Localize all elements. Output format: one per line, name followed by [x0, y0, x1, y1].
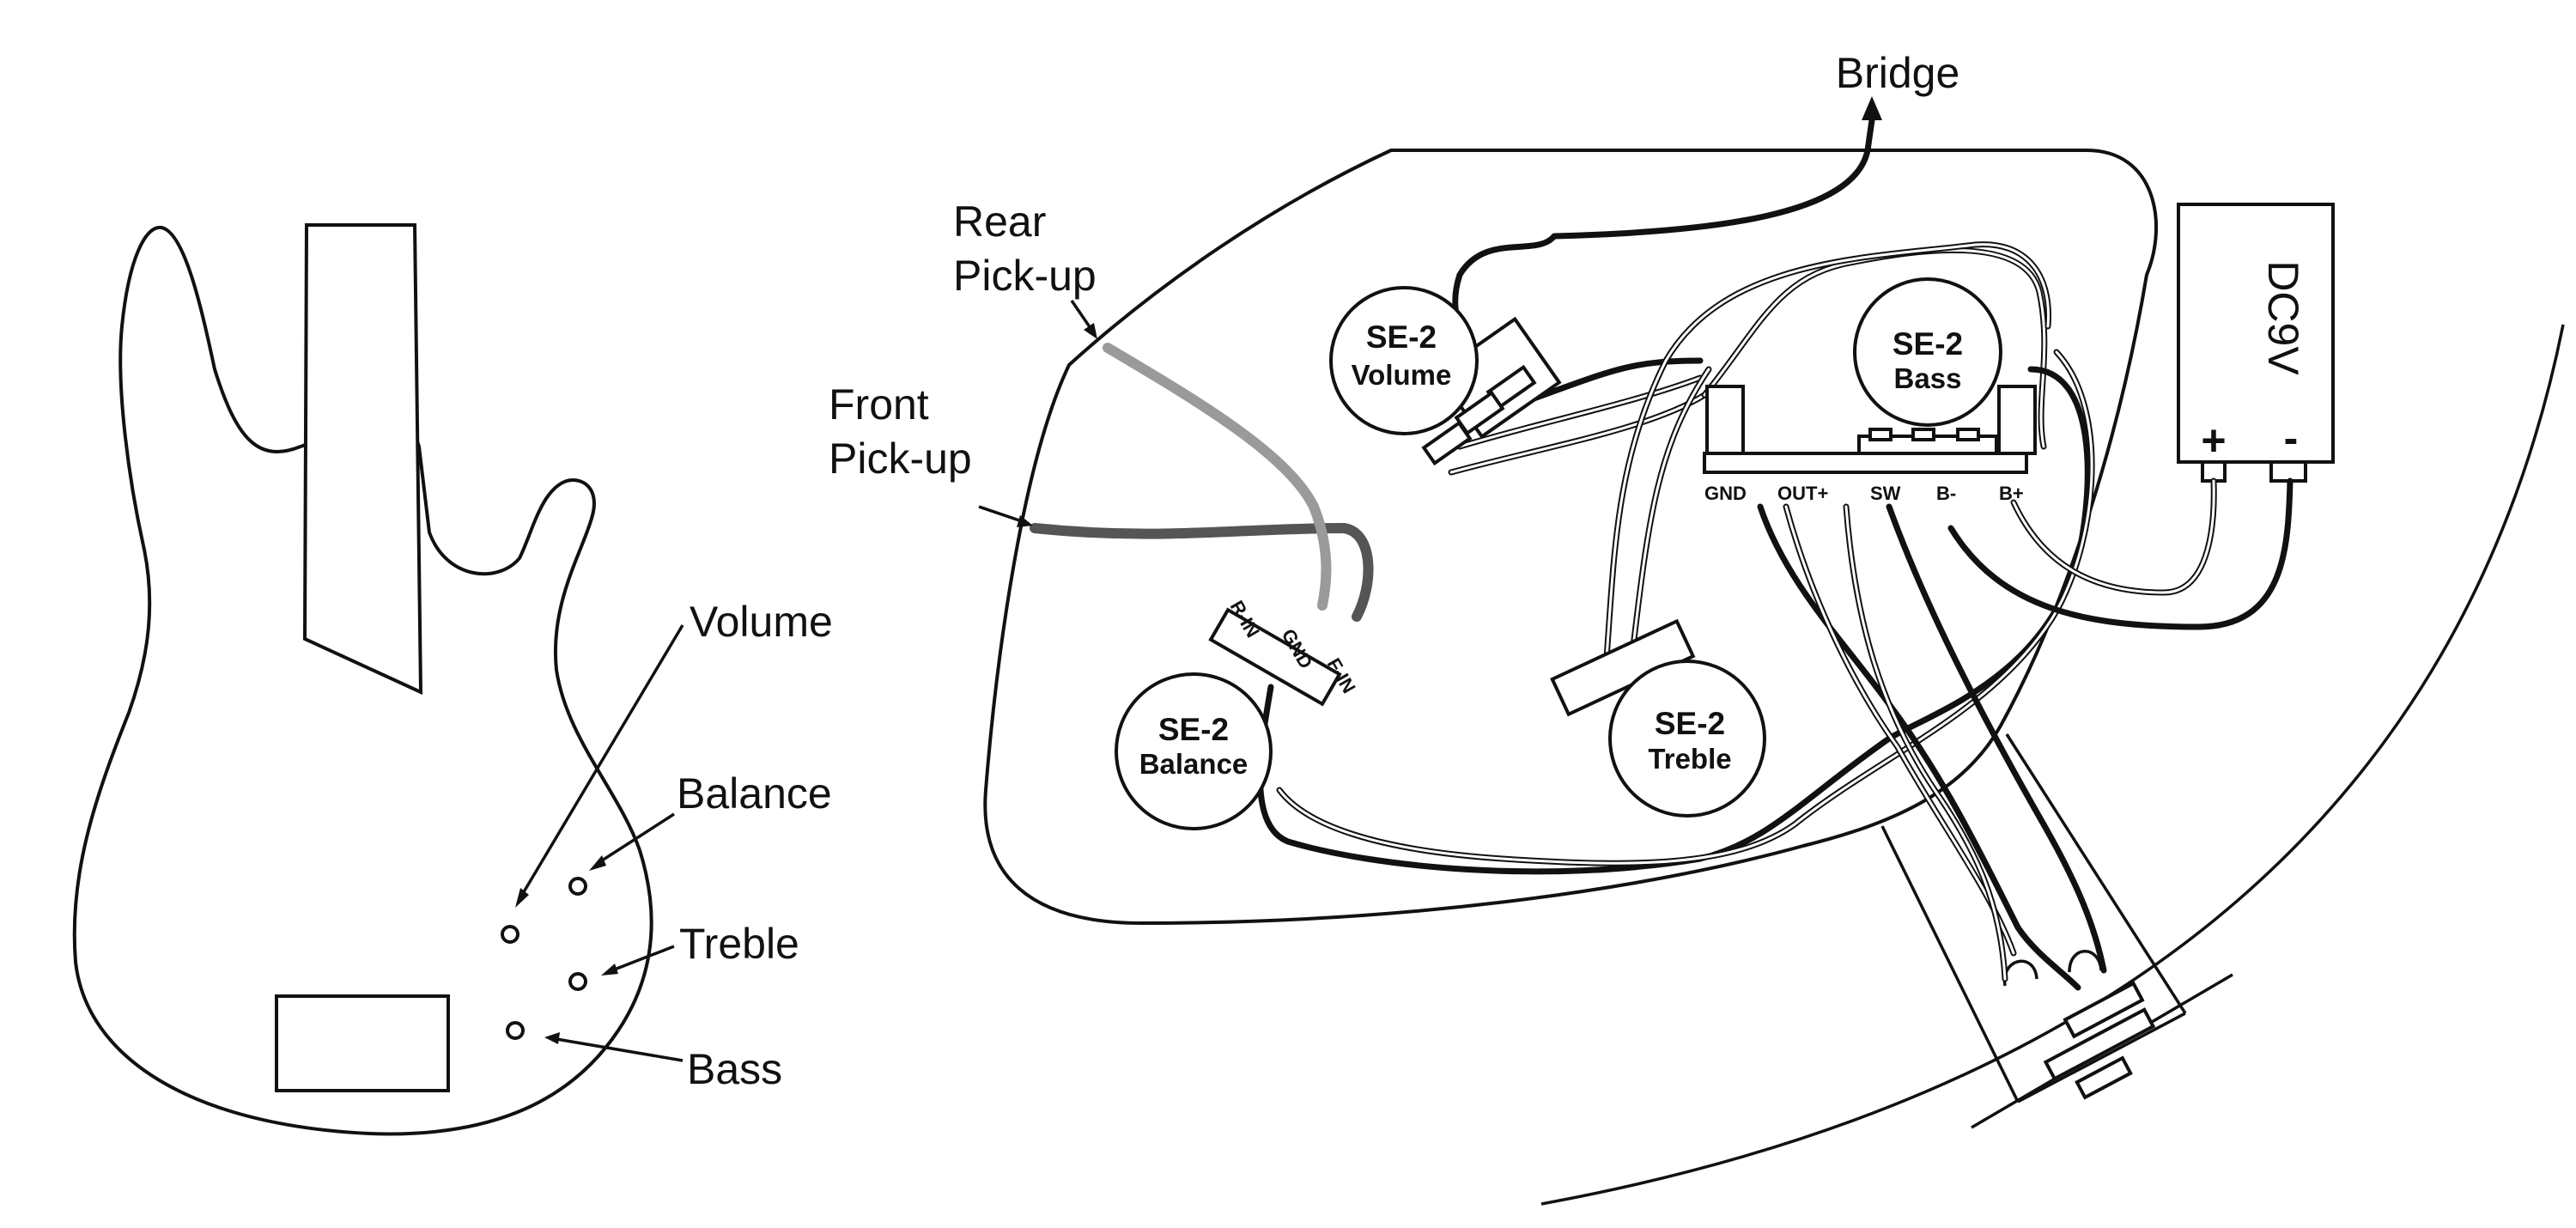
battery-minus-label: -	[2284, 414, 2299, 462]
treble-hole	[568, 972, 587, 991]
pin-out-plus: OUT+	[1777, 483, 1828, 504]
pin-b-plus: B+	[1999, 483, 2024, 504]
bass-label: Bass	[687, 1045, 782, 1093]
preamp-right-component	[1997, 385, 2037, 455]
bridge-label: Bridge	[1836, 49, 1960, 97]
front-pickup-arrow	[978, 505, 1023, 523]
battery-box	[2177, 203, 2335, 464]
bass-pot-model: SE-2	[1893, 326, 1963, 362]
balance-pot-model: SE-2	[1158, 712, 1229, 747]
guitar-neck	[302, 223, 423, 696]
volume-pot-model: SE-2	[1366, 319, 1437, 355]
battery-minus-terminal	[2269, 460, 2307, 483]
front-pickup-label-line2: Pick-up	[829, 435, 972, 483]
rear-pickup-wire	[1103, 343, 1332, 611]
balance-pot-name: Balance	[1139, 748, 1249, 780]
bass-guitar-outline: Volume Balance Treble Bass	[72, 223, 833, 1136]
battery-plus-label: +	[2201, 416, 2226, 465]
volume-hole	[501, 925, 519, 944]
balance-hole	[568, 877, 587, 896]
battery-label: DC9V	[2259, 260, 2307, 375]
front-pickup-label-line1: Front	[829, 380, 929, 429]
body-edge-curve	[1540, 324, 2565, 1206]
volume-label: Volume	[690, 598, 833, 646]
rear-pickup-label-line2: Pick-up	[953, 252, 1097, 300]
pin-sw: SW	[1870, 483, 1901, 504]
battery-cover	[275, 994, 450, 1092]
pin-gnd: GND	[1704, 483, 1747, 504]
guitar-leader-arrows	[515, 624, 684, 1062]
preamp-board: GND OUT+ SW B- B+	[1703, 385, 2037, 504]
rear-pickup-arrow	[1070, 300, 1094, 331]
volume-pot-name: Volume	[1352, 359, 1452, 391]
front-pickup-wire	[1030, 522, 1374, 622]
treble-pot-model: SE-2	[1655, 706, 1725, 741]
battery: DC9V + -	[2177, 203, 2335, 483]
preamp-left-component	[1705, 385, 1745, 455]
balance-pot: SE-2 Balance R-IN GND F-IN	[1115, 597, 1360, 830]
treble-pot-name: Treble	[1648, 743, 1731, 775]
bass-pot: SE-2 Bass	[1853, 277, 2002, 427]
wires	[1030, 117, 2293, 991]
bass-pot-name: Bass	[1894, 362, 1962, 394]
bridge-arrow	[1862, 96, 1882, 120]
rear-pickup-label-line1: Rear	[953, 198, 1046, 246]
balance-label: Balance	[677, 769, 832, 818]
volume-pot: SE-2 Volume	[1329, 286, 1562, 466]
pin-b-minus: B-	[1936, 483, 1956, 504]
treble-label: Treble	[679, 920, 799, 968]
treble-pot: SE-2 Treble	[1550, 618, 1766, 818]
battery-plus-wire	[2012, 479, 2215, 594]
battery-minus-wire	[1947, 477, 2293, 630]
output-jack	[2002, 950, 2156, 1100]
bass-hole	[506, 1021, 525, 1040]
